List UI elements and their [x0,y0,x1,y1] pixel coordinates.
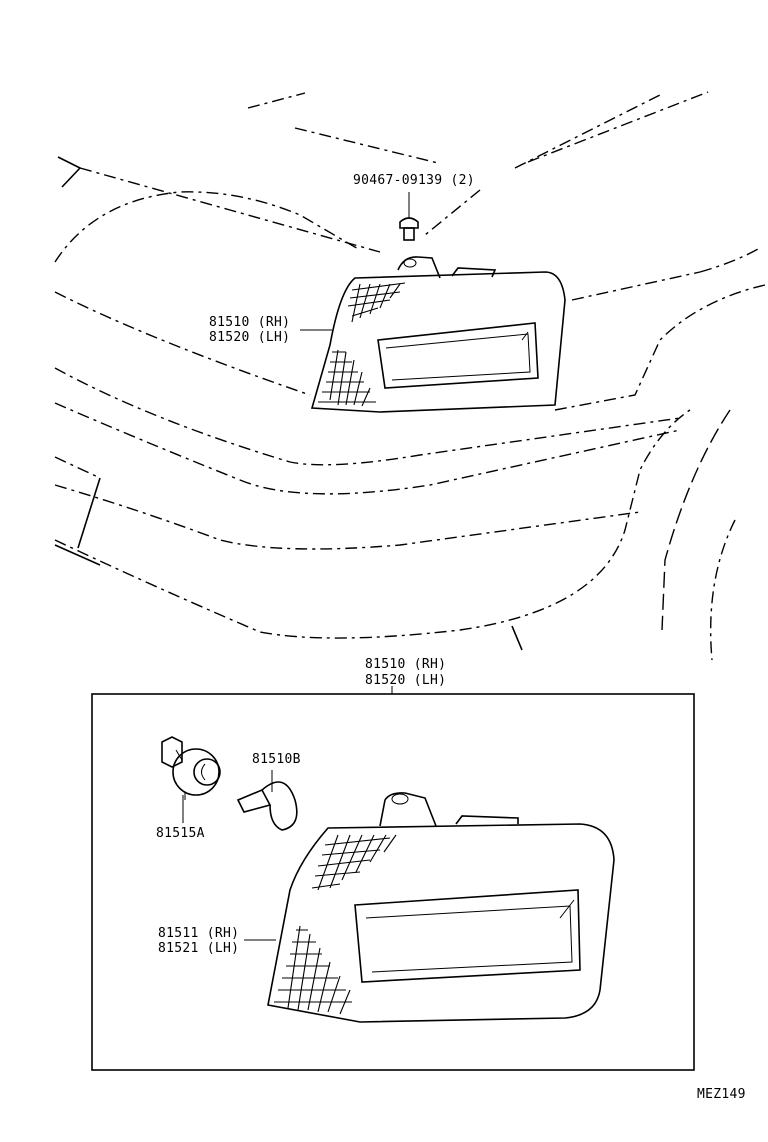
bulb-part-label: 81510B [252,752,301,767]
lamp-assy-rh-label: 81510 (RH) [209,315,291,330]
exploded-view-frame [91,693,695,1071]
diagram-code-label: MEZ149 [697,1087,746,1102]
vehicle-body-outline [54,91,766,661]
lens-rh-label: 81511 (RH) [158,926,240,941]
lamp-assy-lh-label: 81520 (LH) [209,330,291,345]
box-assy-lh-label: 81520 (LH) [365,673,447,688]
bulb-socket-icon [161,736,221,800]
screw-icon [399,192,419,241]
side-marker-lens-exploded [267,792,615,1023]
box-assy-rh-label: 81510 (RH) [365,657,447,672]
socket-part-label: 81515A [156,826,205,841]
screw-part-label: 90467-09139 (2) [353,173,475,188]
wedge-bulb-icon [236,781,298,831]
lens-lh-label: 81521 (LH) [158,941,240,956]
side-marker-lamp-installed [310,256,566,413]
